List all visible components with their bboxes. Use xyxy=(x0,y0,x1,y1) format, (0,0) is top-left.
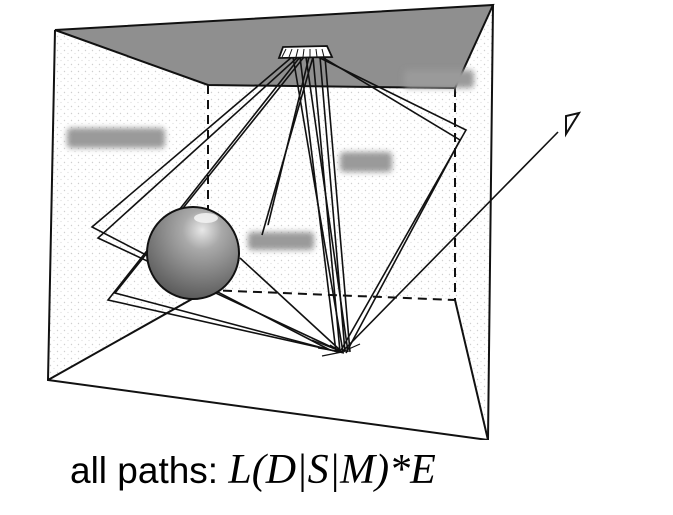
blurred-label-left-wall xyxy=(67,128,165,148)
room-scene xyxy=(46,3,582,440)
eye-ray xyxy=(341,131,559,353)
path-right-1 xyxy=(317,56,468,353)
blurred-label-right-wall xyxy=(404,70,474,88)
blurred-label-sphere xyxy=(248,232,314,250)
light-source-icon xyxy=(277,45,334,59)
light-rays xyxy=(261,56,351,353)
right-wall xyxy=(455,5,493,440)
blurred-labels xyxy=(67,70,474,250)
path-left-2 xyxy=(96,56,343,353)
light-path-formula: L(D|S|M)*E xyxy=(228,447,436,493)
eye-icon xyxy=(565,111,582,138)
path-sphere-2 xyxy=(113,56,339,353)
specular-sphere xyxy=(146,206,240,300)
blurred-label-back-wall xyxy=(340,152,392,172)
caption: all paths: L(D|S|M)*E xyxy=(70,440,436,500)
path-sphere-1 xyxy=(106,56,345,354)
caption-prefix: all paths: xyxy=(70,450,229,491)
bounce-paths xyxy=(90,56,468,354)
floor xyxy=(48,290,488,440)
path-right-2 xyxy=(321,56,462,354)
